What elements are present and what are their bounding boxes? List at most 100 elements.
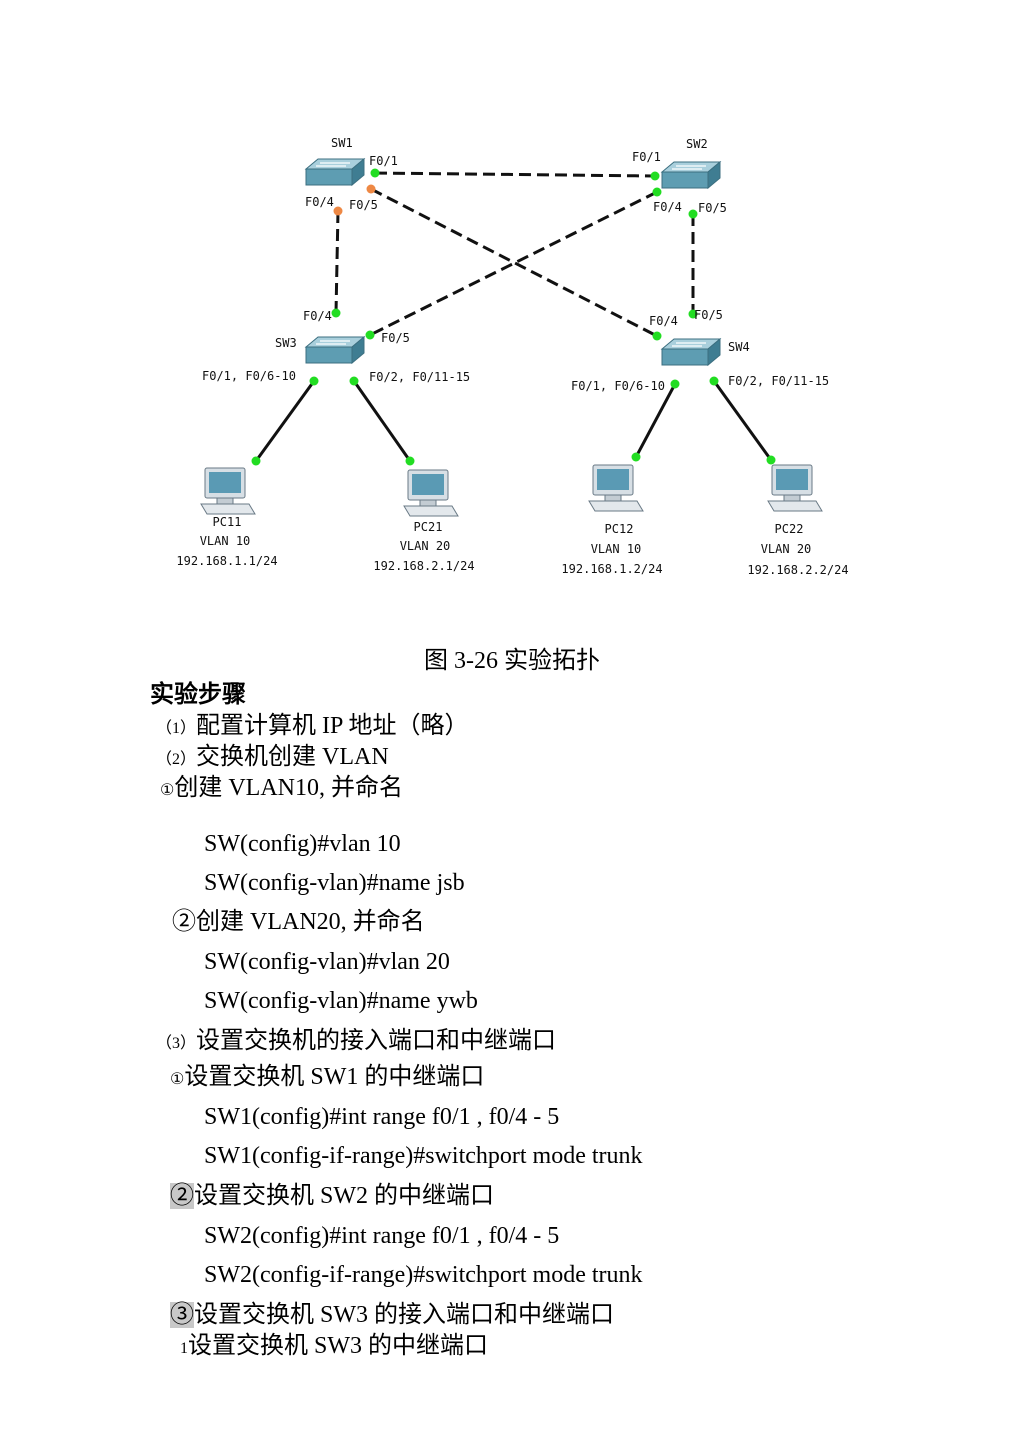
command-line: SW(config)#vlan 10 [204, 831, 401, 857]
port-label: F0/1 [369, 154, 398, 168]
substep: ②设置交换机 SW2 的中继端口 [170, 1181, 494, 1211]
step-text: 交换机创建 VLAN [196, 744, 389, 770]
substep: ③设置交换机 SW3 的接入端口和中继端口 [170, 1300, 614, 1330]
link-sw3-pc11 [254, 380, 316, 462]
substep: 1设置交换机 SW3 的中继端口 [180, 1331, 488, 1364]
substep-marker: ② [172, 909, 196, 935]
port-label: F0/5 [698, 201, 727, 215]
substep-marker: ③ [170, 1302, 194, 1328]
port-up-dot [688, 309, 698, 319]
port-up-dot [670, 379, 680, 389]
port-label: F0/1, F0/6-10 [571, 379, 665, 393]
link-sw1-sw3 [334, 210, 340, 314]
pc-label-pc11: PC11 VLAN 10 192.168.1.1/24 [176, 515, 277, 568]
port-up-dot [365, 330, 375, 340]
pc-label-pc12: PC12 VLAN 10 192.168.1.2/24 [561, 522, 662, 576]
pc-icon-pc21 [403, 469, 459, 517]
port-pending-dot [366, 184, 376, 194]
substep: ②创建 VLAN20, 并命名 [172, 907, 425, 937]
pc-vlan: VLAN 20 [400, 539, 451, 553]
link-sw3-pc21 [352, 380, 412, 462]
step-1: （1）配置计算机 IP 地址（略） [156, 711, 468, 744]
substep-marker: ① [160, 782, 175, 799]
port-up-dot [631, 452, 641, 462]
port-status-dots [251, 168, 776, 466]
network-topology-diagram: SW1 SW2 SW3 SW4 F0/1 F0/4 F0/5 F0/1 F0/4… [176, 136, 848, 577]
link-sw4-pc12 [634, 383, 677, 458]
access-links [254, 380, 773, 462]
port-label: F0/4 [305, 195, 334, 209]
substep-marker: 1 [180, 1340, 188, 1357]
port-pending-dot [333, 206, 343, 216]
command-line: SW(config-vlan)#name jsb [204, 870, 465, 896]
pc-ip: 192.168.1.2/24 [561, 562, 662, 576]
pc-vlan: VLAN 10 [200, 534, 251, 548]
port-up-dot [405, 456, 415, 466]
pc-label-pc22: PC22 VLAN 20 192.168.2.2/24 [747, 522, 848, 577]
substep: ①创建 VLAN10, 并命名 [160, 773, 403, 806]
port-up-dot [309, 376, 319, 386]
port-label: F0/1 [632, 150, 661, 164]
command-line: SW(config-vlan)#name ywb [204, 988, 478, 1014]
figure-caption: 图 3-26 实验拓扑 [424, 648, 600, 674]
pc-icon-pc22 [767, 464, 823, 512]
command-line: SW(config-vlan)#vlan 20 [204, 949, 450, 975]
step-number: （3） [156, 1035, 197, 1052]
port-up-dot [688, 209, 698, 219]
substep-text: 设置交换机 SW2 的中继端口 [194, 1183, 494, 1209]
command-line: SW1(config-if-range)#switchport mode tru… [204, 1143, 643, 1169]
step-3: （3）设置交换机的接入端口和中继端口 [156, 1026, 556, 1059]
pc-name: PC22 [775, 522, 804, 536]
switch-label-sw1: SW1 [331, 136, 353, 150]
step-2: （2）交换机创建 VLAN [156, 742, 389, 775]
command-line: SW1(config)#int range f0/1 , f0/4 - 5 [204, 1104, 560, 1130]
pc-icon-pc11 [200, 467, 256, 515]
pc-label-pc21: PC21 VLAN 20 192.168.2.1/24 [373, 520, 474, 573]
substep-marker: ② [170, 1183, 194, 1209]
port-up-dot [370, 168, 380, 178]
port-up-dot [652, 187, 662, 197]
pc-name: PC21 [414, 520, 443, 534]
pc-ip: 192.168.1.1/24 [176, 554, 277, 568]
port-up-dot [331, 308, 341, 318]
pc-name: PC12 [605, 522, 634, 536]
port-up-dot [652, 331, 662, 341]
port-label: F0/5 [381, 331, 410, 345]
port-up-dot [709, 376, 719, 386]
switch-label-sw2: SW2 [686, 137, 708, 151]
pc-icon-pc12 [588, 464, 644, 512]
substep-text: 创建 VLAN20, 并命名 [196, 909, 425, 935]
pc-name: PC11 [213, 515, 242, 529]
step-text: 设置交换机的接入端口和中继端口 [196, 1028, 557, 1054]
substep-text: 创建 VLAN10, 并命名 [174, 775, 403, 801]
switch-label-sw4: SW4 [728, 340, 750, 354]
port-label: F0/5 [694, 308, 723, 322]
substep-text: 设置交换机 SW1 的中继端口 [184, 1064, 485, 1090]
link-sw1-sw2 [374, 171, 656, 178]
step-number: （1） [156, 720, 197, 737]
command-line: SW2(config-if-range)#switchport mode tru… [204, 1262, 643, 1288]
port-up-dot [251, 456, 261, 466]
port-up-dot [650, 171, 660, 181]
port-up-dot [349, 376, 359, 386]
pc-ip: 192.168.2.2/24 [747, 563, 848, 577]
port-label: F0/1, F0/6-10 [202, 369, 296, 383]
switch-icon-sw2 [661, 161, 721, 189]
trunk-links [334, 171, 695, 338]
substep: ①设置交换机 SW1 的中继端口 [170, 1062, 484, 1095]
port-label: F0/2, F0/11-15 [728, 374, 829, 388]
switch-icon-sw4 [661, 338, 721, 366]
link-sw4-pc22 [712, 380, 773, 461]
switch-icon-sw3 [305, 336, 365, 364]
pc-vlan: VLAN 20 [761, 542, 812, 556]
port-label: F0/4 [649, 314, 678, 328]
port-label: F0/5 [349, 198, 378, 212]
substep-marker: ① [170, 1071, 185, 1088]
port-label: F0/4 [303, 309, 332, 323]
pc-ip: 192.168.2.1/24 [373, 559, 474, 573]
substep-text: 设置交换机 SW3 的接入端口和中继端口 [194, 1302, 614, 1328]
step-number: （2） [156, 751, 197, 768]
substep-text: 设置交换机 SW3 的中继端口 [188, 1333, 488, 1359]
port-up-dot [766, 455, 776, 465]
switch-label-sw3: SW3 [275, 336, 297, 350]
